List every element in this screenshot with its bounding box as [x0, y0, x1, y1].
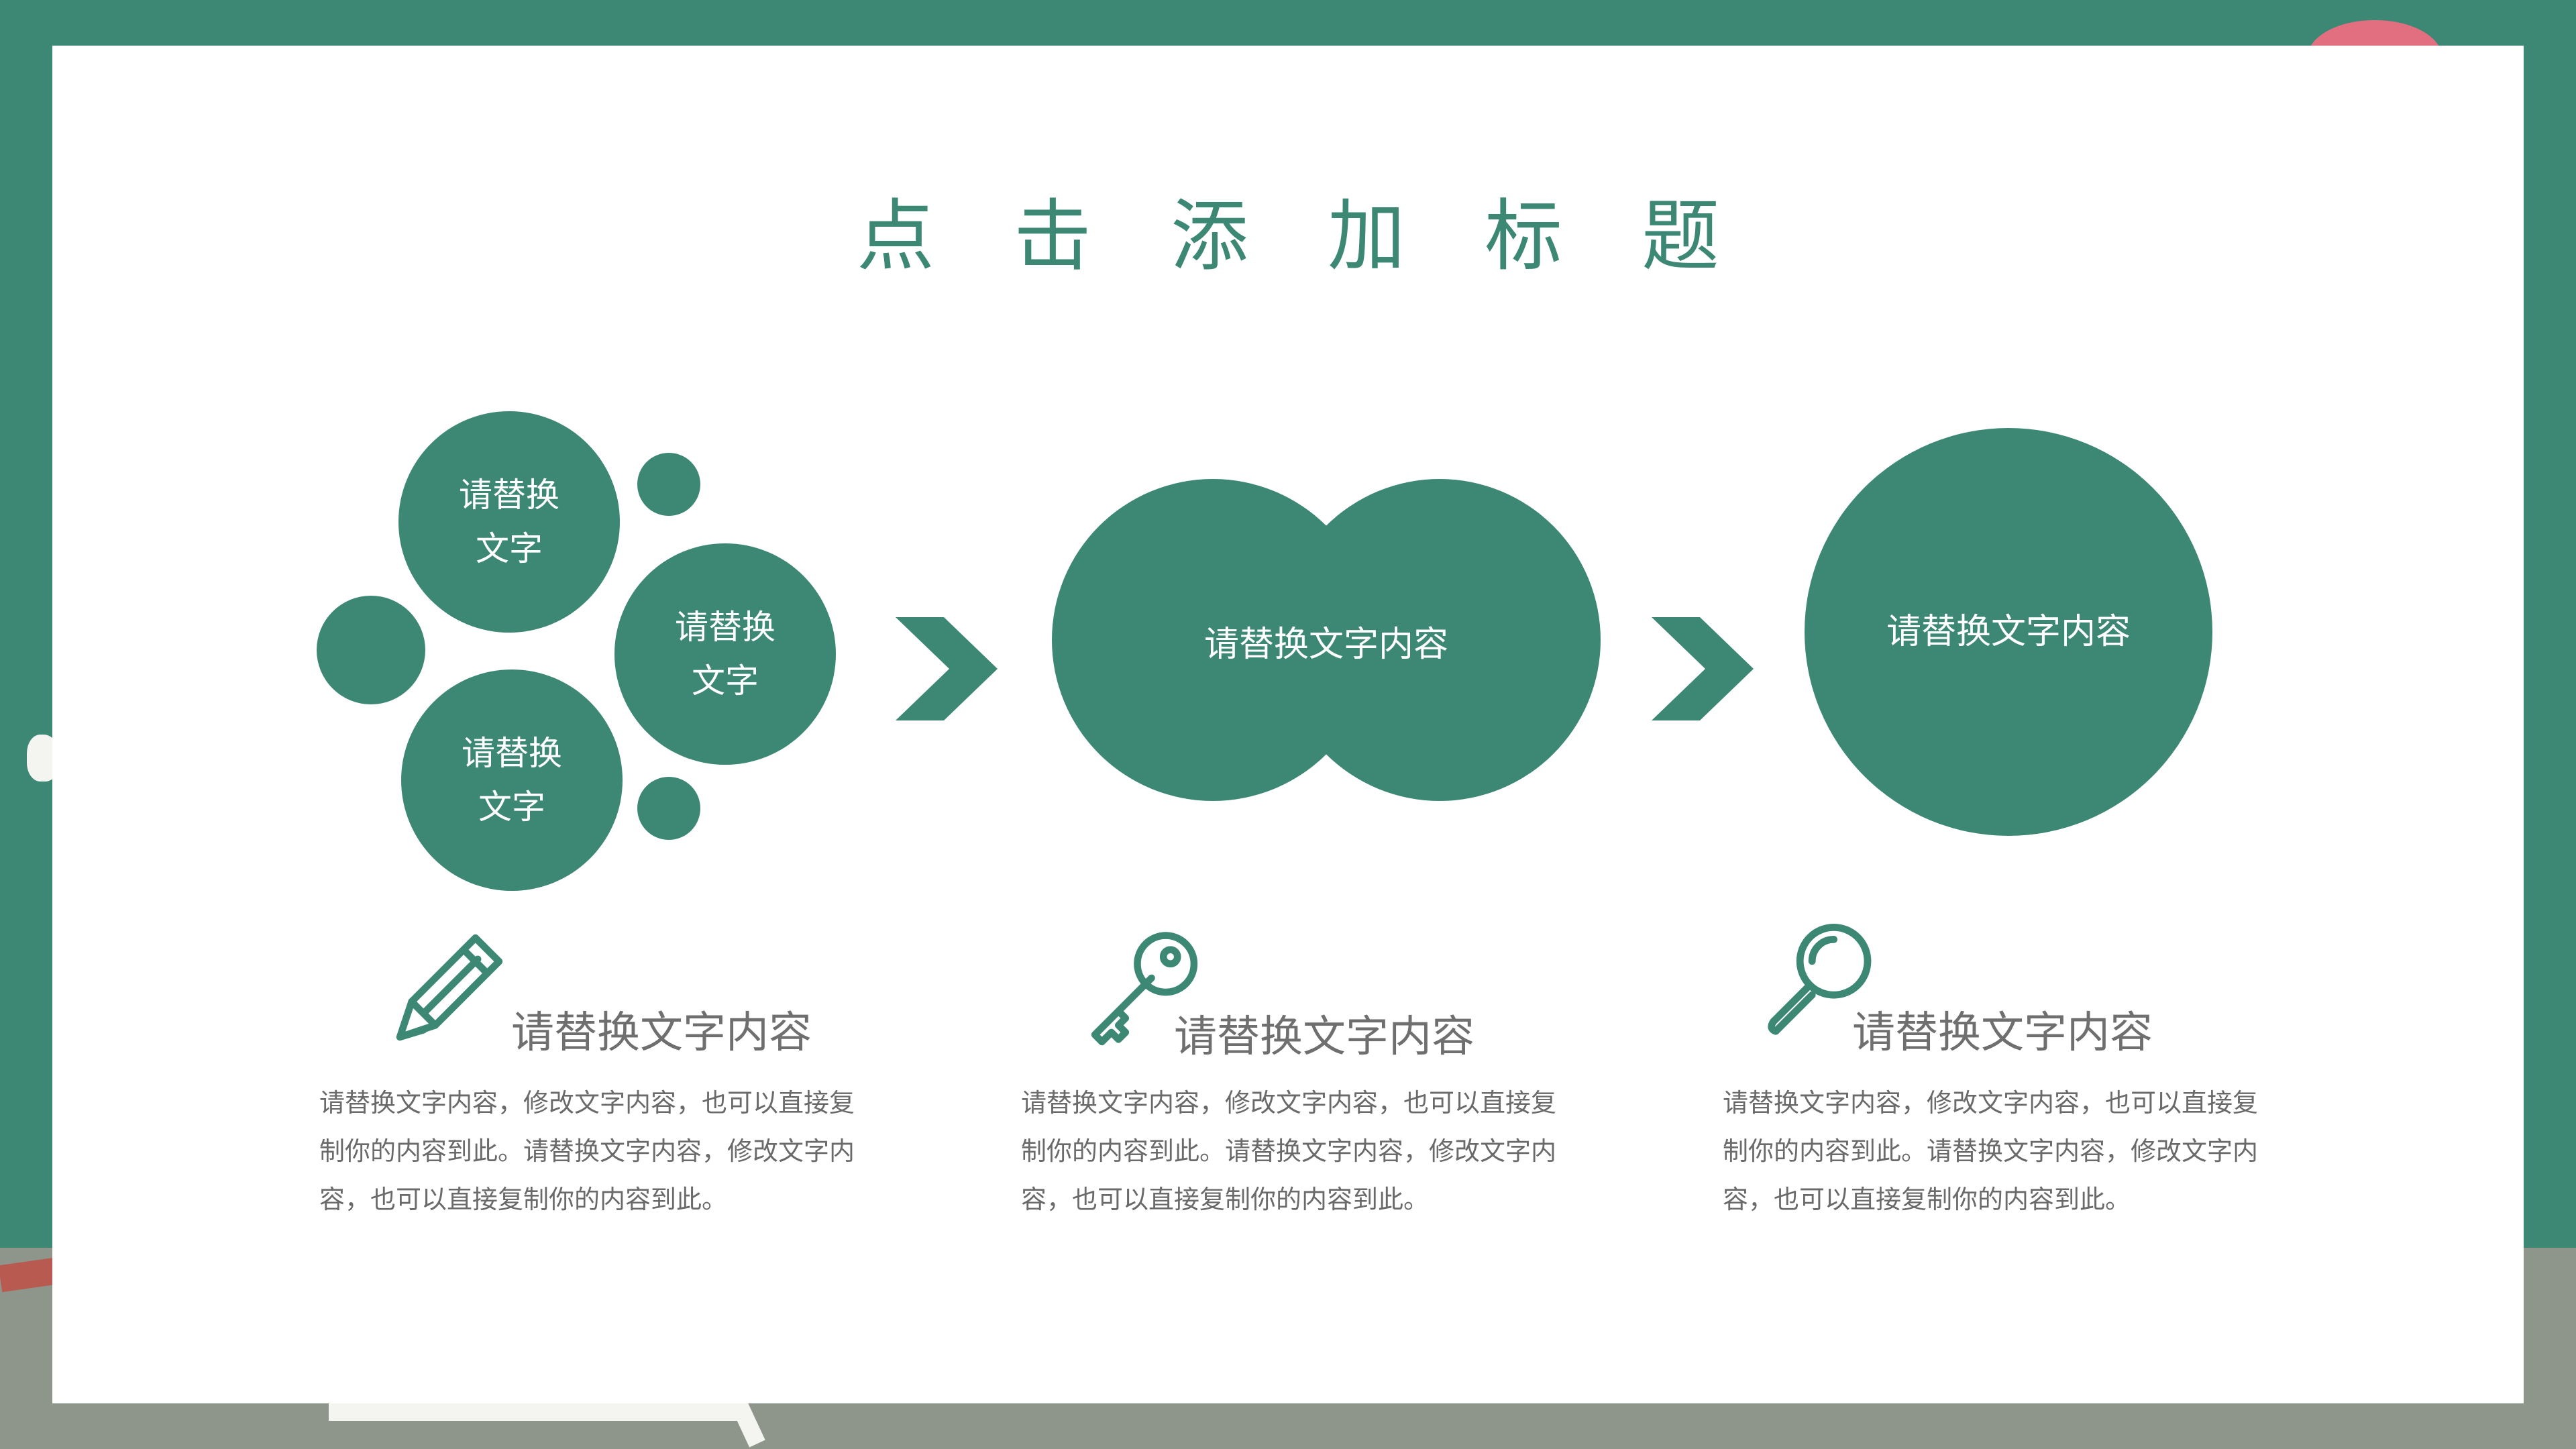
- circle-label: 请替换文字内容: [1886, 612, 2131, 652]
- chevron-right-icon: [896, 617, 998, 720]
- single-circle[interactable]: 请替换文字内容: [1805, 428, 2212, 836]
- bubble-large-2[interactable]: 请替换文字: [614, 543, 836, 765]
- chevron-right-icon: [1652, 617, 1754, 720]
- bubble-large-1[interactable]: 请替换文字: [398, 411, 620, 633]
- pencil-icon: [396, 934, 503, 1041]
- floor-line: [329, 1402, 745, 1421]
- slide-title[interactable]: 点击添加标题: [857, 191, 1799, 282]
- bubble-small-top: [637, 453, 700, 516]
- step-3-heading[interactable]: 请替换文字内容: [1852, 1008, 2153, 1058]
- step-2-heading[interactable]: 请替换文字内容: [1174, 1012, 1474, 1062]
- step-1-heading[interactable]: 请替换文字内容: [511, 1008, 812, 1058]
- bubble-medium: [317, 596, 425, 704]
- bubble-label: 请替换文字: [675, 608, 775, 700]
- bubble-label: 请替换文字: [459, 476, 559, 568]
- bubble-label: 请替换文字: [462, 734, 562, 826]
- magnifier-icon: [1768, 924, 1872, 1035]
- step-2-body[interactable]: 请替换文字内容，修改文字内容，也可以直接复制你的内容到此。请替换文字内容，修改文…: [1021, 1088, 1557, 1214]
- bubble-large-3[interactable]: 请替换文字: [401, 669, 623, 891]
- bubble-small-bottom: [637, 777, 700, 840]
- step-3-body[interactable]: 请替换文字内容，修改文字内容，也可以直接复制你的内容到此。请替换文字内容，修改文…: [1723, 1088, 2259, 1214]
- step-1-body[interactable]: 请替换文字内容，修改文字内容，也可以直接复制你的内容到此。请替换文字内容，修改文…: [319, 1088, 855, 1214]
- overlap-circle-right: [1279, 479, 1601, 801]
- circle-label[interactable]: 请替换文字内容: [1203, 625, 1448, 665]
- key-icon: [1091, 932, 1198, 1046]
- content-card: 点击添加标题 请替换文字 请替换文字 请替换文字 请替换文字内容 请替换文字内容: [52, 46, 2524, 1403]
